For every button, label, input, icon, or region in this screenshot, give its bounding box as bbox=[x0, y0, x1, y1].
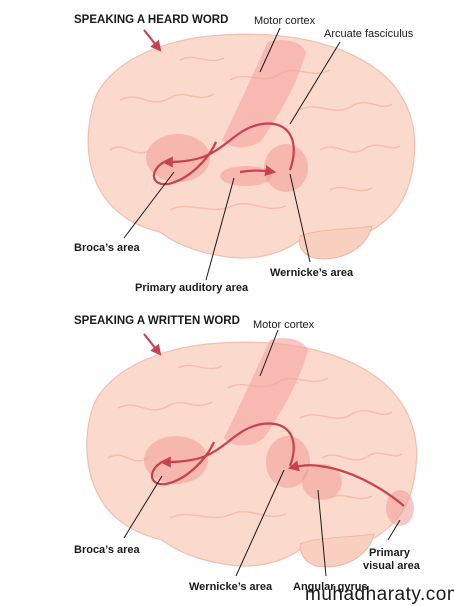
bottom-label-visual-area: visual area bbox=[363, 560, 421, 572]
top-leader-wernicke bbox=[289, 173, 311, 263]
bottom-leader-motor bbox=[259, 329, 279, 377]
bottom-leader-wernicke bbox=[235, 469, 285, 577]
top-motor-cortex-region bbox=[222, 40, 306, 148]
bottom-label-motor-cortex: Motor cortex bbox=[253, 319, 315, 331]
top-label-arcuate: Arcuate fasciculus bbox=[324, 28, 414, 40]
watermark: muhadharaty.com bbox=[305, 584, 454, 605]
bottom-arcuate-pathway bbox=[159, 422, 295, 468]
bottom-brain-outline bbox=[86, 341, 418, 567]
top-auditory-to-wernicke bbox=[239, 165, 277, 176]
bottom-label-angular: Angular gyrus bbox=[293, 581, 368, 593]
top-panel: SPEAKING A HEARD WORD Motor cortex Arcua… bbox=[74, 14, 416, 294]
bottom-leader-visual bbox=[387, 519, 401, 541]
top-arcuate-pathway bbox=[161, 122, 295, 171]
bottom-panel-title: SPEAKING A WRITTEN WORD bbox=[74, 315, 240, 327]
top-label-primary-auditory: Primary auditory area bbox=[135, 282, 249, 294]
bottom-broca-region bbox=[144, 436, 208, 484]
bottom-angular-region bbox=[302, 464, 342, 500]
top-label-wernicke: Wernicke’s area bbox=[270, 267, 354, 279]
top-leader-broca bbox=[123, 171, 175, 239]
bottom-panel: SPEAKING A WRITTEN WORD Motor cortex Bro… bbox=[74, 315, 421, 593]
top-leader-auditory bbox=[205, 177, 235, 281]
bottom-broca-loop bbox=[150, 441, 216, 486]
top-entry-arrow bbox=[143, 29, 162, 52]
top-leader-motor bbox=[259, 27, 281, 73]
bottom-visual-to-wernicke bbox=[287, 460, 405, 507]
top-label-broca: Broca’s area bbox=[74, 242, 141, 254]
bottom-visual-region bbox=[386, 490, 414, 526]
top-panel-title: SPEAKING A HEARD WORD bbox=[74, 14, 228, 26]
bottom-label-primary: Primary bbox=[369, 547, 411, 559]
top-cerebellum bbox=[299, 225, 373, 260]
bottom-leader-angular bbox=[317, 489, 327, 577]
bottom-leader-broca bbox=[123, 475, 163, 539]
bottom-label-broca: Broca’s area bbox=[74, 544, 141, 556]
top-gyri bbox=[109, 56, 401, 211]
top-leader-arcuate bbox=[289, 41, 341, 125]
top-brain-outline bbox=[87, 33, 416, 259]
bottom-entry-arrow bbox=[143, 333, 162, 356]
bottom-label-wernicke: Wernicke’s area bbox=[189, 581, 273, 593]
bottom-gyri bbox=[107, 364, 403, 519]
bottom-motor-cortex-region bbox=[224, 338, 308, 446]
top-label-motor-cortex: Motor cortex bbox=[254, 15, 316, 27]
top-wernicke-region bbox=[264, 144, 308, 192]
top-auditory-region bbox=[220, 166, 272, 186]
top-broca-loop bbox=[152, 141, 218, 186]
bottom-cerebellum bbox=[299, 533, 375, 568]
